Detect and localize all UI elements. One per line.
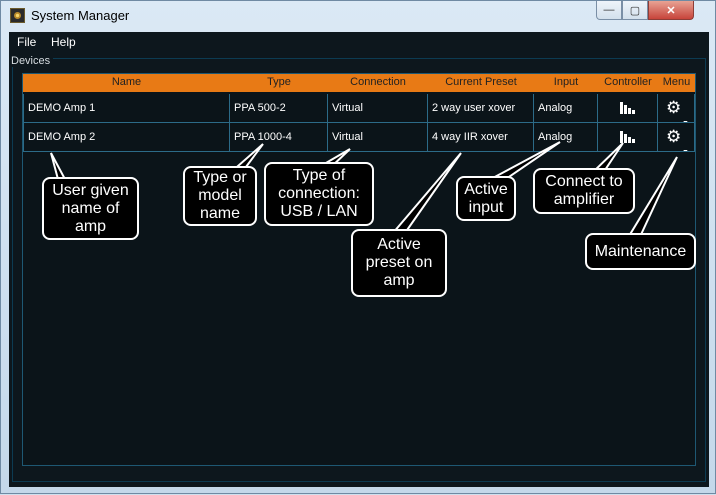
close-button[interactable]: ✕ [648,1,694,20]
column-header-name[interactable]: Name [111,76,142,88]
device-preset: 2 way user xover [428,94,534,122]
maximize-icon: ▢ [629,4,641,17]
table-row[interactable]: DEMO Amp 1 PPA 500-2 Virtual 2 way user … [23,94,695,123]
bar-chart-icon [620,102,635,114]
window-controls: — ▢ ✕ [596,1,694,21]
device-input: Analog [534,94,598,122]
close-icon: ✕ [666,4,676,17]
column-header-input[interactable]: Input [553,76,579,88]
chevron-down-icon: ▼ [682,139,689,151]
gear-icon: ⚙ [666,98,682,117]
column-header-menu[interactable]: Menu [662,76,691,88]
column-header-type[interactable]: Type [267,76,291,88]
chevron-down-icon: ▼ [682,110,689,122]
callout-connection: Type of connection: USB / LAN [264,162,374,226]
controller-button[interactable] [598,94,658,122]
devices-group [12,58,706,482]
device-connection: Virtual [328,123,428,151]
minimize-button[interactable]: — [596,1,622,20]
device-preset: 4 way IIR xover [428,123,534,151]
column-header-connection[interactable]: Connection [350,76,406,88]
title-bar[interactable]: System Manager — ▢ ✕ [1,1,715,31]
controller-button[interactable] [598,123,658,151]
table-row[interactable]: DEMO Amp 2 PPA 1000-4 Virtual 4 way IIR … [23,123,695,152]
callout-input: Active input [456,176,516,221]
callout-type: Type or model name [183,166,257,226]
menu-button[interactable]: ⚙ ▼ [658,123,695,151]
device-type: PPA 500-2 [230,94,328,122]
device-name: DEMO Amp 1 [23,94,230,122]
menu-help[interactable]: Help [51,35,76,49]
column-header-preset[interactable]: Current Preset [445,76,517,88]
callout-menu: Maintenance [585,233,696,270]
app-icon [10,8,25,23]
column-header-controller[interactable]: Controller [604,76,652,88]
maximize-button[interactable]: ▢ [622,1,648,20]
device-type: PPA 1000-4 [230,123,328,151]
menu-button[interactable]: ⚙ ▼ [658,94,695,122]
gear-icon: ⚙ [666,127,682,146]
bar-chart-icon [620,131,635,143]
menu-file[interactable]: File [17,35,37,49]
menu-bar: File Help [9,32,709,54]
devices-group-label: Devices [11,55,54,67]
callout-preset: Active preset on amp [351,229,447,297]
device-input: Analog [534,123,598,151]
callout-name: User given name of amp [42,177,139,240]
device-connection: Virtual [328,94,428,122]
table-header: Name Type Connection Current Preset Inpu… [23,74,695,92]
pointer-preset [390,152,462,234]
device-name: DEMO Amp 2 [23,123,230,151]
callout-controller: Connect to amplifier [533,168,635,214]
window-title: System Manager [31,8,130,23]
minimize-icon: — [603,4,615,16]
